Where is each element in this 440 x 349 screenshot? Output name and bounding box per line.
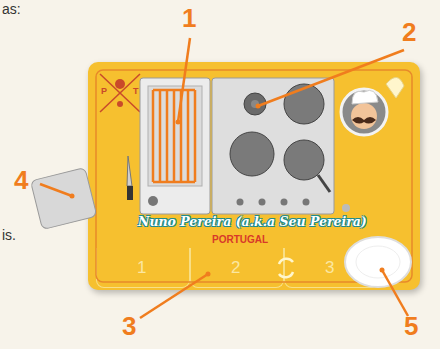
logo-cross <box>100 74 140 112</box>
logo-cross <box>100 74 140 112</box>
slot-number: 1 <box>137 258 146 278</box>
cropped-text: is. <box>2 228 16 243</box>
chef-name: Nuno Pereira (a.k.a Seu Pereira) <box>138 214 367 229</box>
stove-knob <box>281 199 288 206</box>
grill-plate <box>140 78 210 214</box>
chef-face <box>351 103 377 129</box>
knife-handle <box>127 186 133 200</box>
stove-knob <box>237 199 244 206</box>
plate <box>345 237 411 287</box>
cropped-text: as: <box>2 2 21 17</box>
leader-line <box>40 184 72 196</box>
chef-hat <box>352 90 378 104</box>
stovetop <box>212 78 334 214</box>
salt-shaker <box>342 204 350 212</box>
bread <box>386 77 404 98</box>
callout-number: 4 <box>14 166 28 195</box>
pan <box>230 132 274 176</box>
leader-dot <box>380 268 385 273</box>
player-board: Nuno Pereira (a.k.a Seu Pereira) PORTUGAL… <box>88 62 420 290</box>
pan <box>284 84 324 124</box>
rotate-icon <box>279 259 293 264</box>
leader-dot <box>70 194 75 199</box>
country-name: PORTUGAL <box>212 234 268 245</box>
logo-letter: T <box>133 87 139 97</box>
pan-handle <box>318 175 330 192</box>
callout-number: 1 <box>182 4 196 33</box>
leader-line <box>140 274 208 318</box>
burner-knob <box>251 100 259 108</box>
knife-blade <box>127 156 132 186</box>
slot-tab: 2 <box>190 248 284 288</box>
grill-coil <box>153 90 195 182</box>
pan <box>284 140 324 180</box>
callout-number: 5 <box>404 312 418 341</box>
slot-tab: 3 <box>284 248 378 288</box>
rotate-icon <box>279 272 293 277</box>
grill-knob <box>148 196 158 206</box>
callout-number: 3 <box>122 312 136 341</box>
small-burner <box>244 93 266 115</box>
callout-number: 2 <box>402 18 416 47</box>
logo-mark <box>117 101 123 107</box>
leader-dot <box>176 120 181 125</box>
logo-rooster <box>115 79 125 89</box>
cutting-board <box>30 168 96 230</box>
chef-mustache <box>352 117 376 124</box>
cutting-board-plate <box>30 168 96 230</box>
board-inner-border <box>96 70 412 282</box>
chef-medallion <box>341 89 387 135</box>
leader-dot <box>206 272 211 277</box>
grill-grate <box>148 86 202 186</box>
stove-knob <box>259 199 266 206</box>
leader-line <box>382 270 408 316</box>
slot-number: 3 <box>325 258 334 278</box>
plate-rim <box>356 246 400 278</box>
leader-dot <box>256 104 261 109</box>
leader-line <box>178 38 190 122</box>
leader-line <box>258 50 404 106</box>
slot-tab: 1 <box>96 248 190 288</box>
logo-letter: P <box>101 87 107 97</box>
slot-number: 2 <box>231 258 240 278</box>
stove-knob <box>303 199 310 206</box>
